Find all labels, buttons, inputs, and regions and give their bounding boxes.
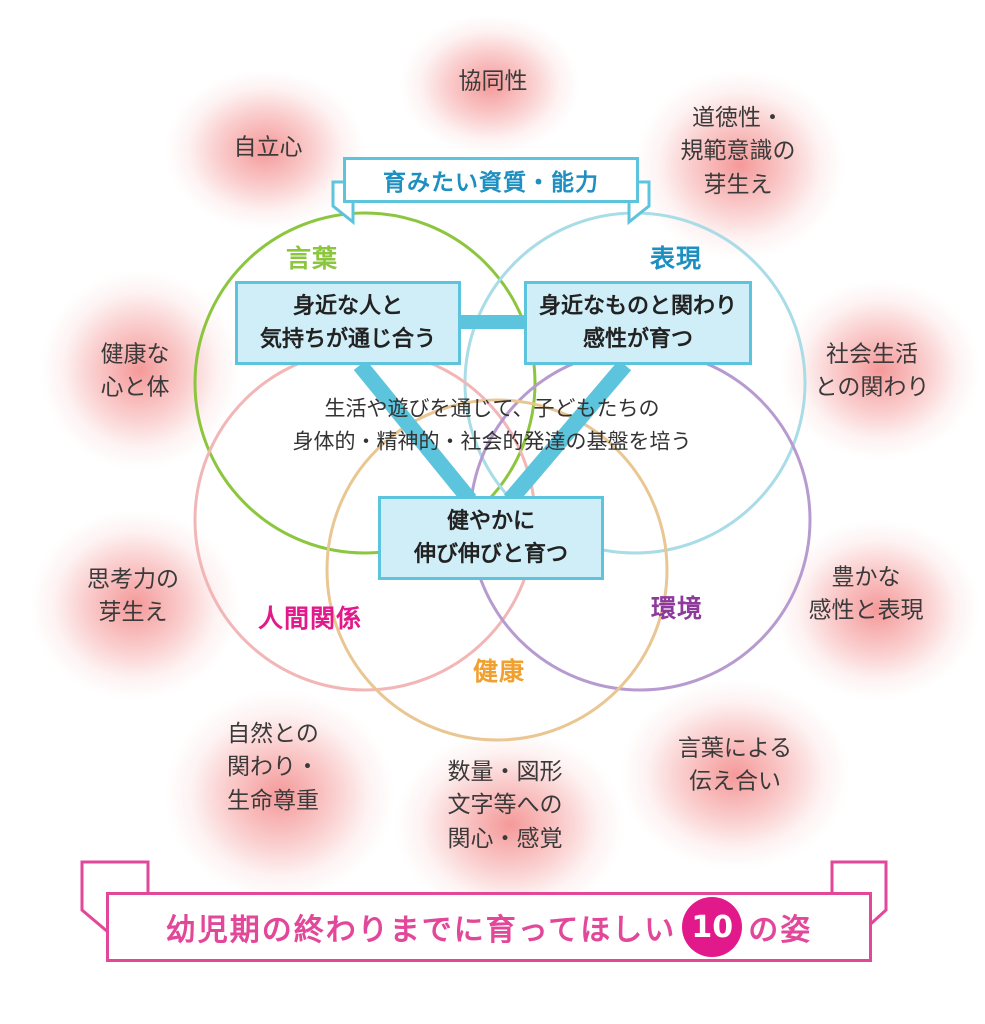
quality-glow-kotoba bbox=[620, 680, 850, 870]
quality-shakai-seikatsu: 社会生活 との関わり bbox=[815, 339, 930, 406]
quality-kyodosei: 協同性 bbox=[459, 65, 528, 98]
quality-jiritsushin: 自立心 bbox=[234, 131, 303, 164]
quality-line: 社会生活 bbox=[826, 341, 918, 368]
quality-line: 芽生え bbox=[703, 171, 773, 198]
quality-shikoryoku: 思考力の 芽生え bbox=[87, 564, 179, 631]
quality-line: 豊かな bbox=[831, 564, 901, 591]
banner-bottom-suffix: の姿 bbox=[748, 913, 813, 948]
quality-line: 思考力の bbox=[87, 566, 179, 593]
quality-kotoba-tsutaeai: 言葉による 伝え合い bbox=[678, 733, 792, 800]
quality-glow-yutaka bbox=[775, 520, 980, 700]
quality-line: 自立心 bbox=[233, 134, 303, 161]
circle-kotoba bbox=[193, 211, 537, 555]
area-label-kotoba: 言葉 bbox=[285, 244, 339, 273]
quality-line: 感性と表現 bbox=[808, 598, 924, 624]
banner-ten-forms: 幼児期の終わりまでに育ってほしい 10 の姿 bbox=[106, 892, 872, 962]
quality-line: 健康な bbox=[100, 341, 170, 368]
quality-line: 自然との bbox=[227, 720, 319, 747]
quality-yutaka-na-kansei: 豊かな 感性と表現 bbox=[809, 562, 924, 629]
quality-line: 生命尊重 bbox=[227, 787, 319, 814]
center-description: 生活や遊びを通じて、子どもたちの 身体的・精神的・社会的発達の基盤を培う bbox=[293, 392, 692, 457]
quality-glow-dotokusei bbox=[635, 70, 845, 260]
connector-left bbox=[353, 359, 477, 506]
quality-line: 規範意識の bbox=[680, 138, 796, 165]
quality-suryo-zukei: 数量・図形 文字等への 関心・感覚 bbox=[448, 756, 563, 856]
quality-shizen: 自然との 関わり・ 生命尊重 bbox=[227, 718, 319, 818]
banner-top-label: 育みたい資質・能力 bbox=[383, 170, 599, 196]
quality-glow-kenko bbox=[40, 270, 240, 470]
center-description-line2: 身体的・精神的・社会的発達の基盤を培う bbox=[292, 429, 692, 453]
box-healthy-growth: 健やかに 伸び伸びと育つ bbox=[378, 496, 604, 580]
box-healthy-growth-line2: 伸び伸びと育つ bbox=[413, 542, 568, 567]
quality-glow-shizen bbox=[165, 690, 395, 900]
quality-line: 数量・図形 bbox=[447, 758, 563, 785]
box-sensitivity-line2: 感性が育つ bbox=[582, 327, 693, 352]
number-badge: 10 bbox=[682, 897, 743, 957]
quality-glow-suryo bbox=[395, 730, 625, 920]
area-label-ningen: 人間関係 bbox=[257, 604, 363, 633]
quality-line: 言葉による bbox=[677, 735, 793, 762]
connector-right bbox=[503, 359, 632, 506]
area-label-hyogen: 表現 bbox=[649, 244, 703, 273]
center-description-line1: 生活や遊びを通じて、子どもたちの bbox=[324, 396, 660, 421]
banner-qualities-abilities: 育みたい資質・能力 bbox=[343, 157, 639, 203]
quality-line: 文字等への bbox=[447, 792, 563, 819]
box-sensitivity-line1: 身近なものと関わり bbox=[538, 294, 737, 319]
quality-line: 協同性 bbox=[458, 68, 528, 95]
area-label-kenko: 健康 bbox=[472, 657, 526, 686]
quality-line: 心と体 bbox=[100, 375, 170, 401]
quality-line: 芽生え bbox=[98, 600, 168, 626]
area-label-kankyo: 環境 bbox=[650, 594, 704, 623]
quality-line: 関わり・ bbox=[227, 754, 319, 781]
box-communication-line1: 身近な人と bbox=[292, 294, 403, 319]
quality-glow-shikoryoku bbox=[30, 510, 240, 700]
quality-glow-kyodosei bbox=[400, 15, 580, 155]
quality-line: との関わり bbox=[814, 375, 930, 401]
quality-dotokusei: 道徳性・ 規範意識の 芽生え bbox=[681, 102, 796, 202]
box-communication: 身近な人と 気持ちが通じ合う bbox=[235, 281, 461, 365]
box-healthy-growth-line1: 健やかに bbox=[446, 509, 535, 534]
box-communication-line2: 気持ちが通じ合う bbox=[259, 327, 436, 352]
quality-line: 関心・感覚 bbox=[447, 825, 563, 852]
circle-kenko bbox=[325, 398, 669, 742]
quality-line: 道徳性・ bbox=[692, 104, 784, 131]
quality-kenko-kokoro: 健康な 心と体 bbox=[101, 339, 170, 406]
banner-bottom-prefix: 幼児期の終わりまでに育ってほしい bbox=[165, 913, 677, 948]
quality-line: 伝え合い bbox=[689, 769, 781, 795]
box-sensitivity: 身近なものと関わり 感性が育つ bbox=[524, 281, 752, 365]
quality-glow-shakai bbox=[780, 280, 980, 460]
